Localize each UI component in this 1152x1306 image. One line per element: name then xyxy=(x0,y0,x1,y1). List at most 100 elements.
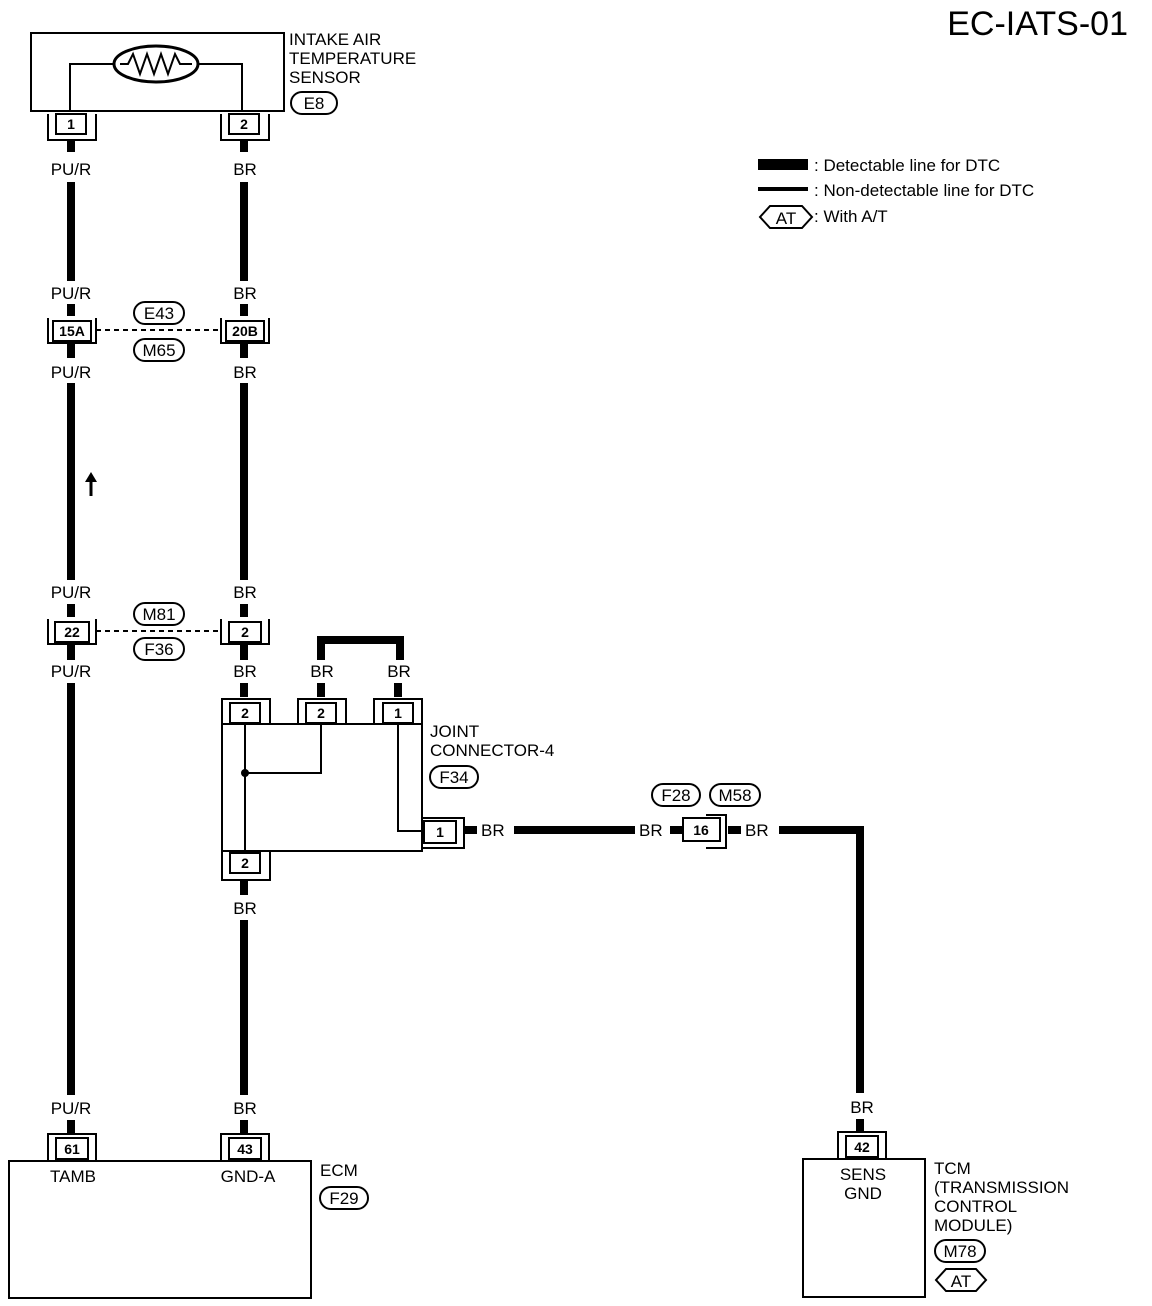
connector-m65-code: M65 xyxy=(142,341,175,360)
sensor-name-line3: SENSOR xyxy=(289,68,361,87)
tcm-name-line4: MODULE) xyxy=(934,1216,1012,1235)
joint-internal-mid xyxy=(245,724,322,774)
joint-pin-bottom-label: 2 xyxy=(241,855,249,871)
connector-e43-m65: 15A 20B E43 M65 xyxy=(47,301,270,362)
ecm-box xyxy=(8,1160,312,1299)
joint-connector-4: BR BR 2 2 1 2 1 JOINT CONNECTOR-4 F34 xyxy=(221,636,554,881)
wire-tcm-seg5 xyxy=(779,826,864,1093)
joint-pin-bottom-bracket xyxy=(221,851,271,881)
tcm-name-line2: (TRANSMISSION xyxy=(934,1178,1069,1197)
sensor-internal-wire-right xyxy=(198,63,243,112)
connector-f28-code: F28 xyxy=(661,786,690,805)
wire-br-label-6: BR xyxy=(233,899,257,918)
connector-m65-badge xyxy=(133,338,185,362)
sensor-pin1-label: 1 xyxy=(67,116,75,132)
pin-16 xyxy=(682,817,721,842)
ecm-pin-43-label: 43 xyxy=(237,1141,253,1157)
connector-f28-badge xyxy=(651,783,701,807)
joint-pin-right-label: 1 xyxy=(436,824,444,840)
joint-internal-right xyxy=(397,724,424,832)
connector-f36-code: F36 xyxy=(144,640,173,659)
pin-2-label: 2 xyxy=(241,624,249,640)
tcm-pin-42-label: 42 xyxy=(854,1139,870,1155)
connector-m58-badge xyxy=(709,783,761,807)
joint-splice-dot xyxy=(241,769,249,777)
wire-pur-label-4: PU/R xyxy=(51,583,92,602)
ecm-connector-badge xyxy=(319,1186,369,1210)
joint-pin-top-right-bracket xyxy=(373,698,423,724)
wire-tcm-label-4: BR xyxy=(850,1098,874,1117)
sensor-pin1 xyxy=(55,113,87,135)
tcm-pin-42 xyxy=(845,1135,879,1158)
wire-pur-label-1: PU/R xyxy=(51,160,92,179)
legend-with-at-label: : With A/T xyxy=(814,207,888,226)
ecm: 61 43 TAMB GND-A ECM F29 xyxy=(8,1133,369,1299)
connector-e43-badge xyxy=(133,301,185,325)
tcm-connector-badge xyxy=(934,1239,986,1263)
pin-2 xyxy=(228,621,262,643)
sensor-connector-code: E8 xyxy=(304,94,325,113)
tcm-terminal-line2: GND xyxy=(844,1184,882,1203)
legend: : Detectable line for DTC : Non-detectab… xyxy=(758,156,1034,229)
connector-m81-badge xyxy=(133,602,185,626)
tcm-at-text: AT xyxy=(951,1272,971,1291)
connector-m58-code: M58 xyxy=(718,786,751,805)
connector-m81-f36: 22 2 M81 F36 xyxy=(47,602,270,661)
sensor-pin2-label: 2 xyxy=(240,116,248,132)
wire-tcm-label-3: BR xyxy=(745,821,769,840)
pin-20b-bracket xyxy=(220,318,270,344)
sensor-name-line1: INTAKE AIR xyxy=(289,30,381,49)
tcm-name-line3: CONTROL xyxy=(934,1197,1017,1216)
ecm-terminal-gnd-a: GND-A xyxy=(221,1167,276,1186)
joint-name-line2: CONNECTOR-4 xyxy=(430,741,554,760)
pin-22 xyxy=(54,621,90,643)
tcm: 42 SENS GND TCM (TRANSMISSION CONTROL MO… xyxy=(802,1131,1069,1298)
wire-br-label-5: BR xyxy=(233,662,257,681)
wire-br-label-1: BR xyxy=(233,160,257,179)
joint-connector-code: F34 xyxy=(439,768,468,787)
joint-br-label-mid: BR xyxy=(310,662,334,681)
connector-e43-code: E43 xyxy=(144,304,174,323)
legend-thick-line xyxy=(758,159,808,170)
wire-tcm-label-1: BR xyxy=(481,821,505,840)
joint-connector-badge xyxy=(429,765,479,789)
connector-f28-m58: F28 M58 16 xyxy=(651,783,761,849)
pin-15a-label: 15A xyxy=(59,323,85,339)
pin-16-label: 16 xyxy=(693,822,709,838)
wire-pur-label-3: PU/R xyxy=(51,363,92,382)
pin-2-bracket xyxy=(220,619,270,645)
joint-pin-top-mid xyxy=(305,702,337,724)
intake-air-temperature-sensor: INTAKE AIR TEMPERATURE SENSOR E8 1 2 xyxy=(30,30,416,141)
ecm-pin-61-bracket xyxy=(47,1133,97,1161)
wire-br-label-3: BR xyxy=(233,363,257,382)
joint-pin-top-mid-bracket xyxy=(297,698,347,724)
pin-20b xyxy=(225,320,265,342)
wire-tcm-label-2: BR xyxy=(639,821,663,840)
pin-16-bracket xyxy=(706,814,727,849)
wire-br-main: BR BR BR BR BR BR BR xyxy=(233,140,257,1134)
sensor-name-line2: TEMPERATURE xyxy=(289,49,416,68)
arrow-up-icon xyxy=(85,472,97,496)
connector-m81-code: M81 xyxy=(142,605,175,624)
tcm-pin-42-bracket xyxy=(837,1131,887,1159)
joint-jumper-wire xyxy=(317,636,404,660)
ecm-pin-61 xyxy=(55,1137,89,1160)
tcm-connector-code: M78 xyxy=(943,1242,976,1261)
legend-at-symbol xyxy=(758,205,814,229)
sensor-pin2 xyxy=(228,113,260,135)
wire-br-tcm: BR BR BR BR xyxy=(464,821,874,1132)
thermistor-zigzag xyxy=(120,50,192,78)
sensor-internal-wire xyxy=(69,63,114,112)
joint-pin-top-mid-label: 2 xyxy=(317,705,325,721)
ecm-connector-code: F29 xyxy=(329,1189,358,1208)
wire-pur: PU/R PU/R PU/R PU/R PU/R PU/R xyxy=(51,140,92,1134)
joint-pin-top-left-label: 2 xyxy=(241,705,249,721)
ecm-pin-43-bracket xyxy=(220,1133,270,1161)
tcm-terminal-line1: SENS xyxy=(840,1165,886,1184)
legend-thin-line xyxy=(758,187,808,191)
wire-br-label-2: BR xyxy=(233,284,257,303)
ecm-pin-43 xyxy=(228,1137,262,1160)
page-code: EC-IATS-01 xyxy=(947,5,1128,43)
pin-20b-label: 20B xyxy=(232,323,258,339)
